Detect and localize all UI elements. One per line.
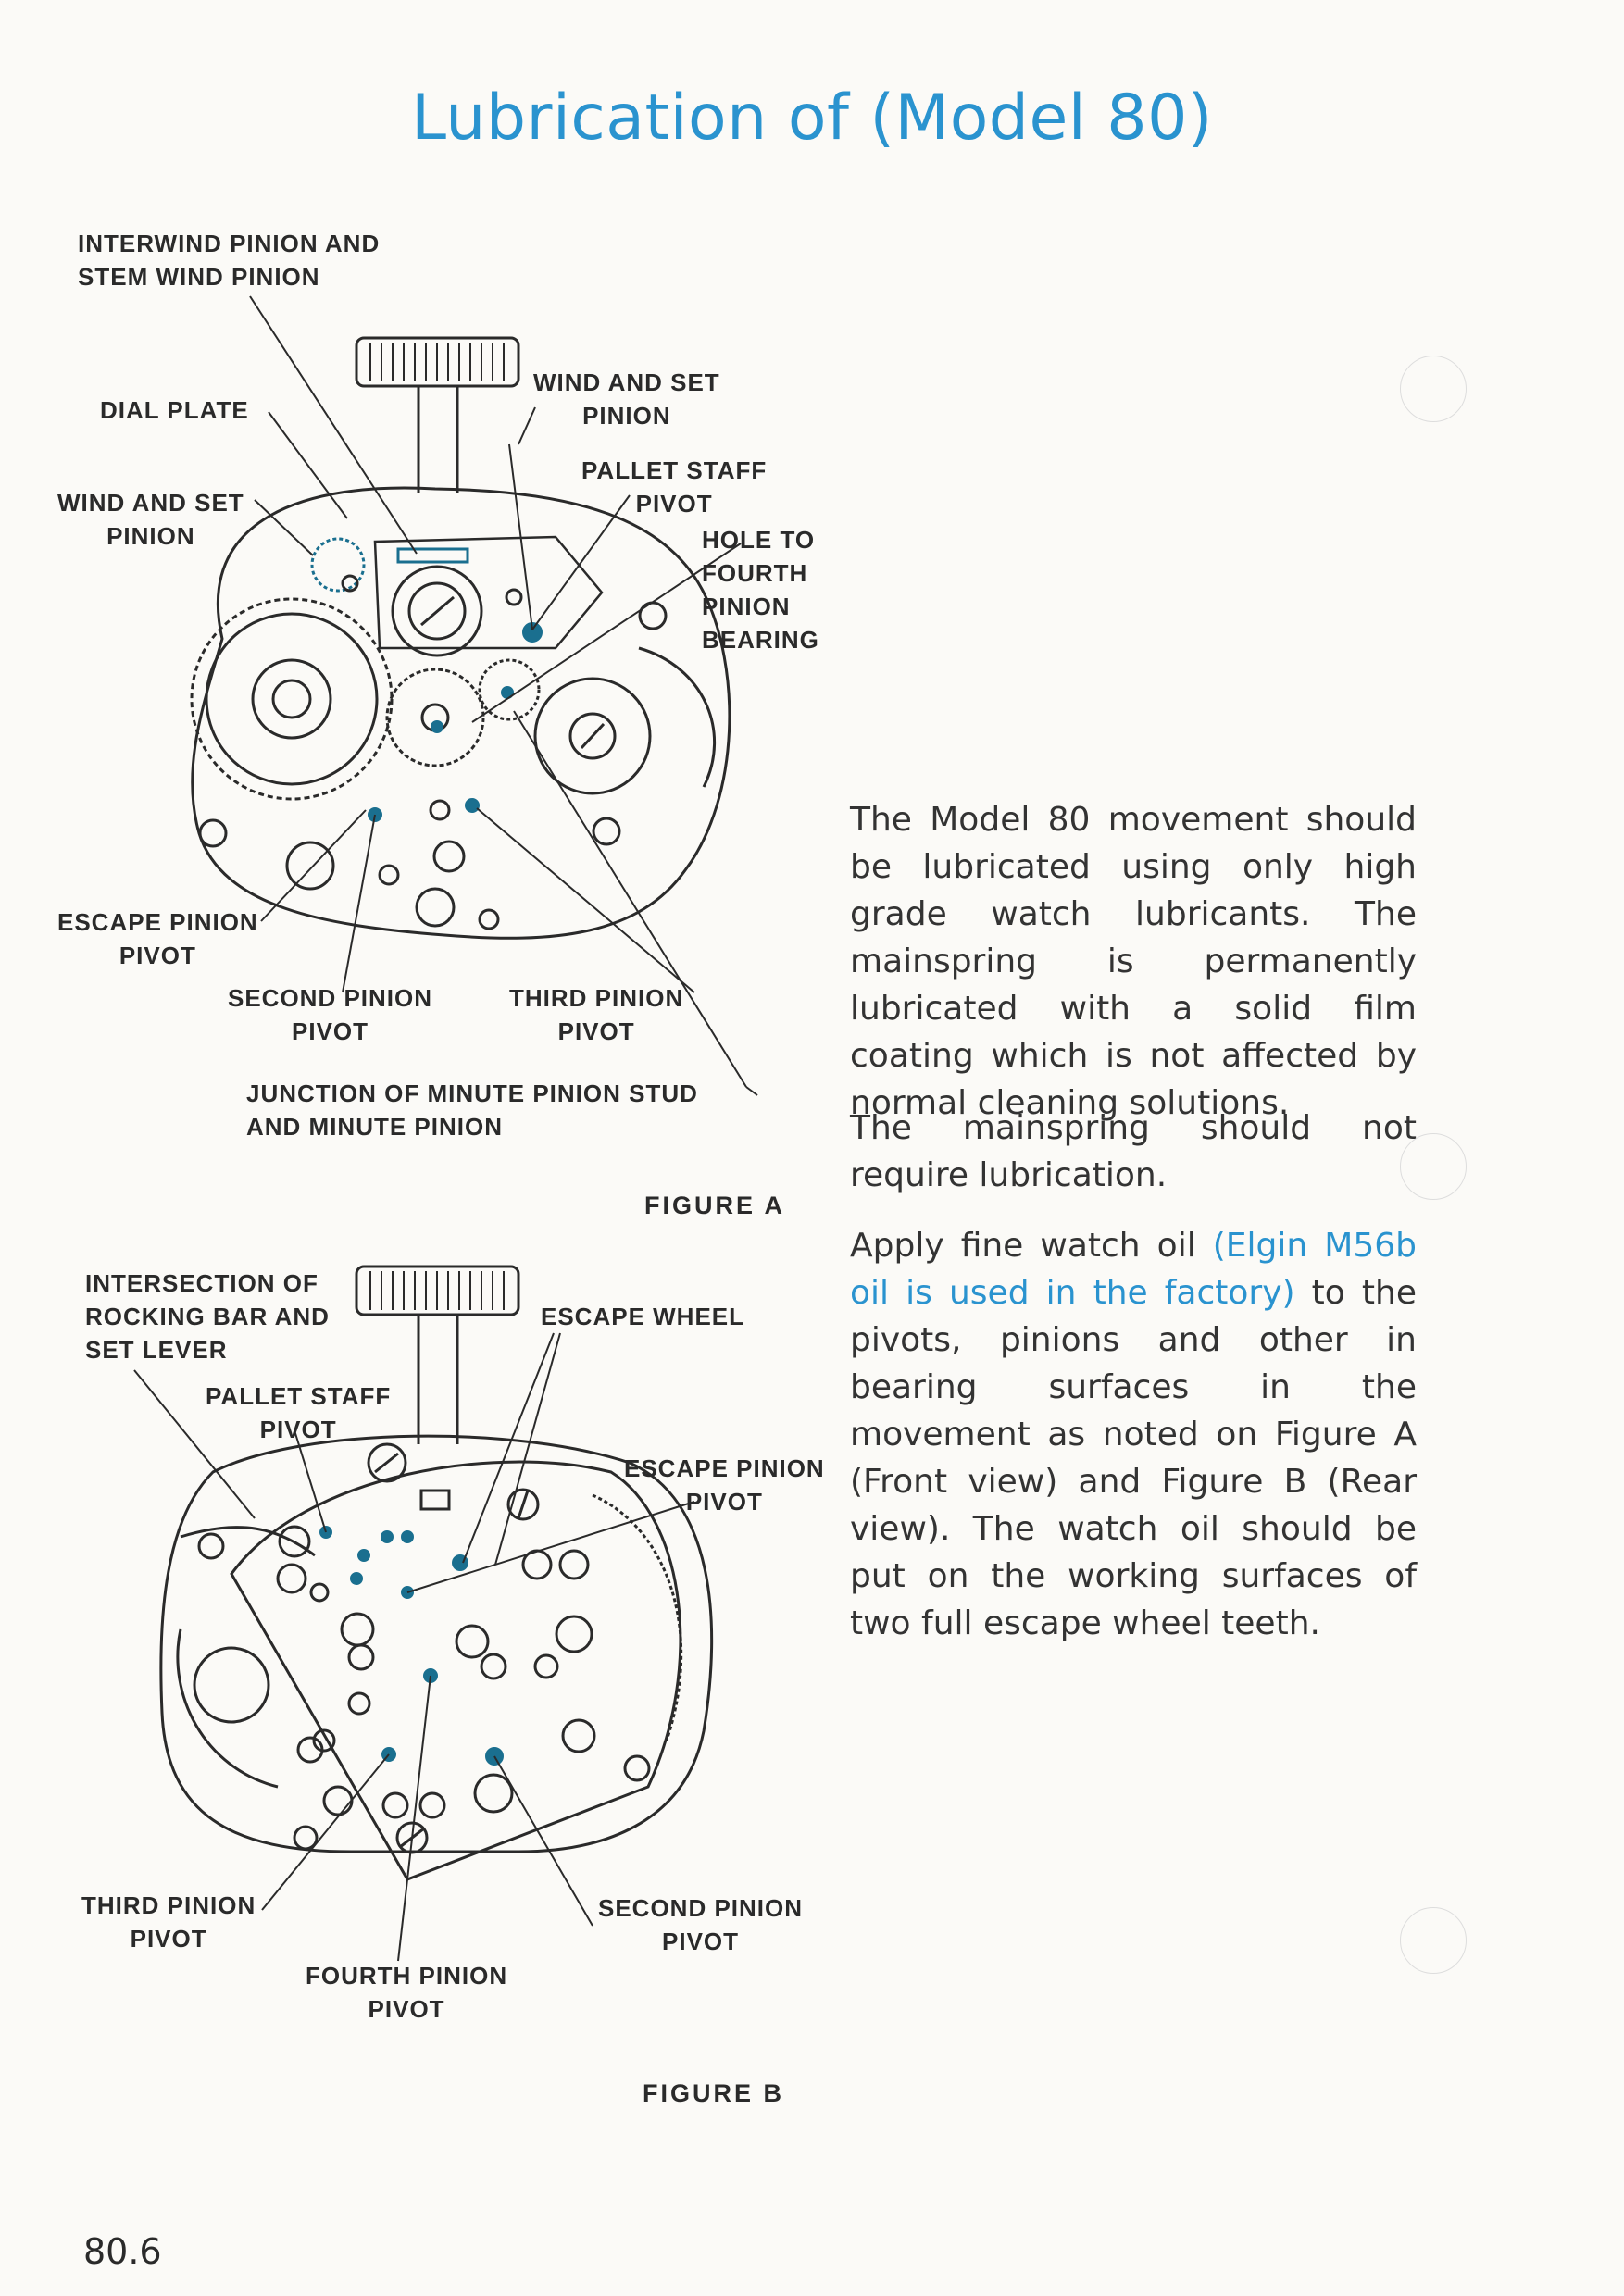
paragraph-2: The mainspring should not require lubric… — [850, 1109, 1417, 1194]
figure-b-caption: FIGURE B — [643, 2079, 785, 2107]
label-fourth-pinion-pivot-b: FOURTH PINION PIVOT — [306, 1962, 508, 2023]
paragraph-1: The Model 80 movement should be lubricat… — [850, 801, 1417, 1122]
punch-hole-mark — [1400, 1907, 1467, 1974]
figure-b-drawing — [133, 1265, 714, 1962]
label-second-pinion-pivot-b: SECOND PINION PIVOT — [598, 1894, 804, 1955]
label-dial-plate: DIAL PLATE — [100, 396, 249, 424]
page-number: 80.6 — [83, 2231, 162, 2272]
label-wind-set-pinion-top: WIND AND SET PINION — [533, 368, 720, 430]
paragraph-3-rest: to the pivots, pinions and other in bear… — [850, 1274, 1417, 1642]
label-pallet-staff-pivot-a: PALLET STAFF PIVOT — [581, 456, 768, 518]
label-third-pinion-pivot-b: THIRD PINION PIVOT — [81, 1891, 256, 1953]
paragraph-3-highlight: (Elgin M56b oil is used in the factory) — [850, 1227, 1417, 1312]
label-escape-wheel: ESCAPE WHEEL — [541, 1303, 745, 1330]
punch-hole-mark — [1400, 1133, 1467, 1200]
label-interwind-pinion: INTERWIND PINION AND STEM WIND PINION — [78, 230, 381, 291]
label-escape-pinion-pivot-a: ESCAPE PINION PIVOT — [57, 908, 258, 969]
figure-a-drawing — [190, 295, 758, 1096]
label-second-pinion-pivot-a: SECOND PINION PIVOT — [228, 984, 433, 1045]
punch-hole-mark — [1400, 356, 1467, 422]
paragraph-3: Apply fine watch oil (Elgin M56b oil is … — [850, 1222, 1417, 1647]
label-third-pinion-pivot-a: THIRD PINION PIVOT — [509, 984, 684, 1045]
label-intersection-rocking-bar: INTERSECTION OF ROCKING BAR AND SET LEVE… — [85, 1269, 330, 1364]
paragraph-3-lead: Apply fine watch oil — [850, 1227, 1213, 1265]
page-title: Lubrication of (Model 80) — [411, 81, 1213, 155]
figure-a-caption: FIGURE A — [644, 1192, 785, 1219]
label-wind-set-pinion-left: WIND AND SET PINION — [57, 489, 244, 550]
label-junction-minute-pinion: JUNCTION OF MINUTE PINION STUD AND MINUT… — [246, 1079, 698, 1141]
